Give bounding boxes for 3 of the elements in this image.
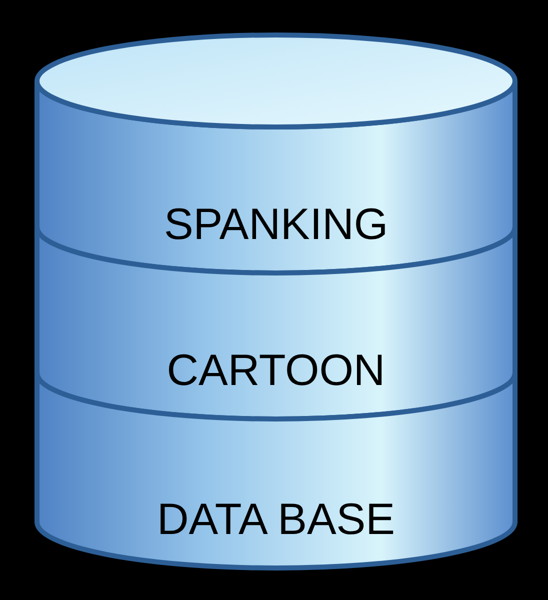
section-label: CARTOON — [166, 346, 386, 396]
section-label: SPANKING — [164, 200, 388, 250]
section-label: DATA BASE — [156, 495, 395, 545]
